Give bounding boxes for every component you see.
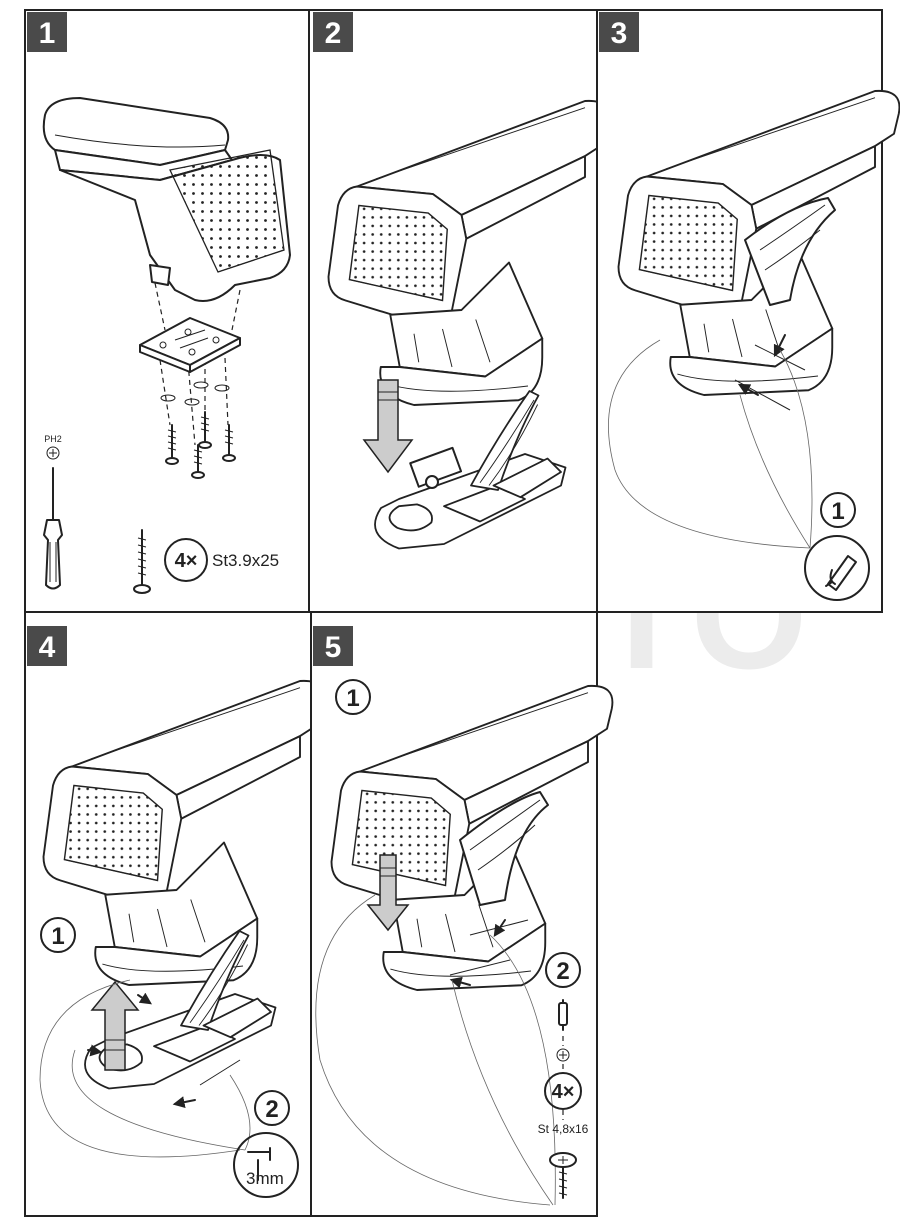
screw-quantity: 4×: [175, 550, 198, 572]
step-2-badge: [313, 12, 353, 52]
callout-2-number: 2: [556, 958, 569, 985]
quantity-badge: [164, 538, 208, 582]
down-arrow-icon: [362, 379, 414, 474]
tool-label: PH2: [44, 434, 62, 444]
washers: [160, 381, 230, 406]
step-4-panel: 4 1 2 3mm: [24, 611, 326, 1217]
screws: [165, 411, 236, 479]
step-3-panel: 3 1: [596, 9, 900, 613]
gear-boot-illustration: [744, 197, 836, 306]
step-2-number: 2: [325, 17, 342, 50]
callout-1: [335, 679, 371, 715]
step-4-badge: [27, 626, 67, 666]
quantity-badge: [544, 1072, 582, 1110]
screwdriver-icon: PH2: [43, 434, 63, 590]
step-3-number: 3: [611, 17, 628, 50]
mounting-bracket: [139, 317, 241, 373]
screw-spec: St 4,8x16: [538, 1122, 589, 1136]
step-3-badge: [599, 12, 639, 52]
callout-2: [254, 1090, 290, 1126]
step-5-badge: [313, 626, 353, 666]
screw-icon: [133, 529, 151, 594]
drill-bit-icon: [233, 1132, 299, 1198]
callout-2-number: 2: [265, 1096, 278, 1123]
callout-1: [820, 492, 856, 528]
screw-quantity: 4×: [552, 1081, 575, 1103]
step-1-badge: [27, 12, 67, 52]
up-arrow-icon: [90, 980, 140, 1071]
armrest-illustration: [42, 97, 291, 302]
callout-1-number: 1: [51, 923, 64, 950]
screw-spec: St3.9x25: [212, 551, 279, 570]
callout-1: [40, 917, 76, 953]
callout-2: [545, 952, 581, 988]
callout-1-number: 1: [346, 685, 359, 712]
screw-icon: [549, 1152, 577, 1199]
gear-boot-illustration: [459, 791, 549, 906]
marker-tool-icon: [804, 535, 870, 601]
step-2-panel: 2: [308, 9, 611, 613]
step-1-panel: 1: [24, 9, 310, 613]
screwdriver-icon: [556, 999, 570, 1062]
step-1-number: 1: [39, 17, 56, 50]
step-4-number: 4: [39, 631, 56, 664]
step-5-panel: 5 1 2 4× St 4,8x16: [310, 611, 614, 1217]
callout-1-number: 1: [831, 498, 844, 525]
drill-size: 3mm: [246, 1169, 284, 1188]
down-arrow-icon: [366, 854, 410, 932]
step-5-number: 5: [325, 631, 342, 664]
